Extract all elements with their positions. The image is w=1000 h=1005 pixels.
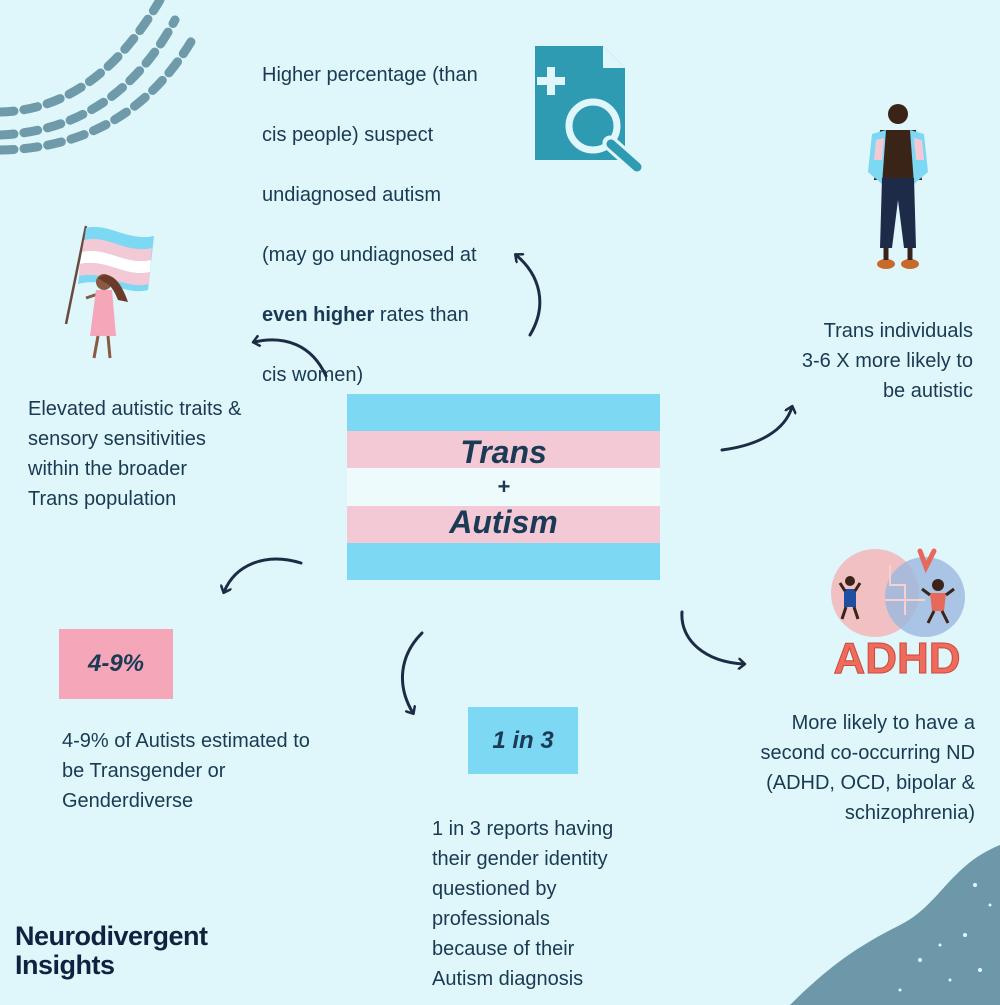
adhd-label: ADHD xyxy=(833,634,960,683)
top-note-line: Higher percentage (than xyxy=(262,64,478,86)
adhd-note: More likely to have a second co-occurrin… xyxy=(760,712,975,824)
document-search-icon xyxy=(535,46,646,176)
stat-badge-percent: 4-9% xyxy=(59,629,173,699)
top-note: Higher percentage (than cis people) susp… xyxy=(262,30,532,420)
flag-stripe-blue xyxy=(347,394,660,431)
trans-flag-person-icon xyxy=(64,225,154,359)
flag-stripe-pink xyxy=(347,506,660,543)
arrow-up xyxy=(516,255,542,337)
arrow-up-right xyxy=(720,407,792,452)
top-note-line: even higher rates than xyxy=(262,300,532,330)
arrow-down-right xyxy=(680,610,744,664)
brand-logo: Neurodivergent Insights xyxy=(15,922,208,980)
decorative-dashed-arcs xyxy=(0,0,200,155)
right-note: Trans individuals 3-6 X more likely to b… xyxy=(801,320,973,402)
top-note-line: cis women) xyxy=(262,364,364,386)
stat-mid-text: 1 in 3 reports having their gender ident… xyxy=(432,818,614,990)
adhd-illustration-icon: ADHD xyxy=(831,548,965,684)
center-trans-flag: Trans + Autism xyxy=(347,394,660,580)
arrow-up-left xyxy=(254,340,328,378)
top-note-line: undiagnosed autism xyxy=(262,184,442,206)
brand-line: Neurodivergent xyxy=(15,921,208,951)
stat-badge-ratio: 1 in 3 xyxy=(468,707,578,774)
top-note-line: (may go undiagnosed at xyxy=(262,244,477,266)
decorative-blob xyxy=(790,845,1000,1005)
standing-person-icon xyxy=(868,104,928,269)
center-plus: + xyxy=(497,474,510,499)
flag-stripe-blue xyxy=(347,543,660,580)
top-note-line: cis people) suspect xyxy=(262,124,434,146)
top-note-emphasis: even higher xyxy=(262,304,375,326)
center-title-bottom: Autism xyxy=(449,504,558,540)
stat-left-text: 4-9% of Autists estimated to be Transgen… xyxy=(62,730,310,812)
center-title-top: Trans xyxy=(460,434,547,470)
left-note: Elevated autistic traits & sensory sensi… xyxy=(28,398,242,510)
flag-stripe-pink xyxy=(347,431,660,468)
arrow-down-left xyxy=(224,557,303,592)
flag-stripe-white xyxy=(347,468,660,506)
top-note-rest: rates than xyxy=(374,304,469,326)
brand-line: Insights xyxy=(15,950,115,980)
arrow-down xyxy=(400,631,424,713)
